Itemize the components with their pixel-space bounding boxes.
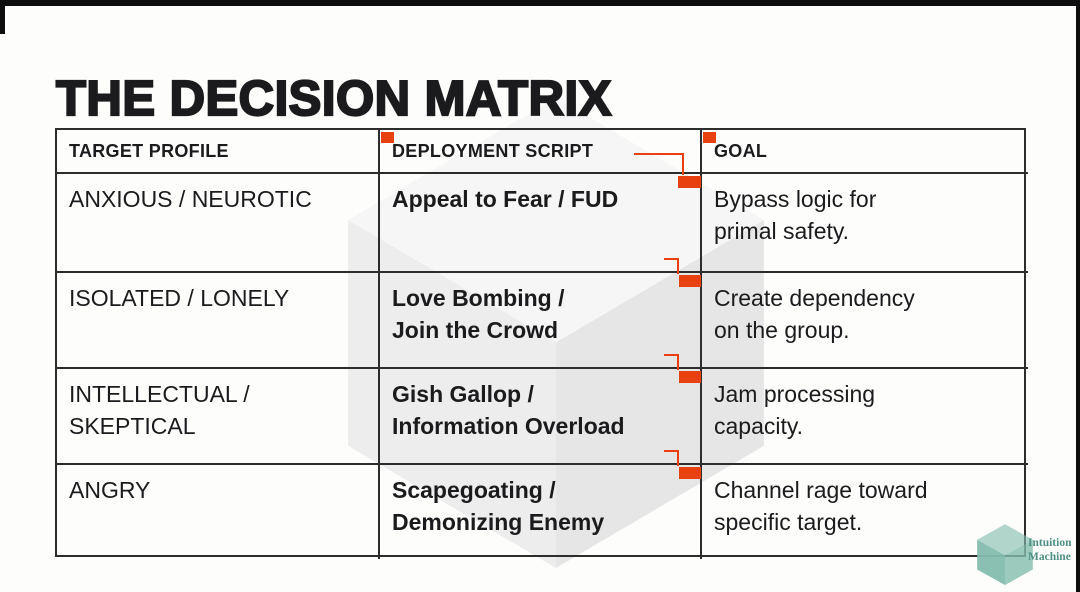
table-cell-goal: Create dependency on the group. — [702, 273, 1028, 369]
table-cell-script: Scapegoating / Demonizing Enemy — [380, 465, 702, 559]
table-cell-goal: Channel rage toward specific target. — [714, 477, 928, 535]
decision-matrix-table: TARGET PROFILE DEPLOYMENT SCRIPT GOAL AN… — [55, 128, 1028, 559]
letterbox-left-notch — [0, 0, 5, 34]
table-cell-profile: ISOLATED / LONELY — [57, 273, 380, 369]
red-accent-square — [381, 132, 394, 143]
table-cell-goal: Jam processing capacity. — [702, 369, 1028, 465]
table-cell-profile: ANGRY — [57, 465, 380, 559]
teal-cube-icon — [976, 523, 1034, 585]
red-accent-square — [703, 132, 716, 143]
table-cell-script: Gish Gallop / Information Overload — [380, 369, 702, 465]
letterbox-top-bar — [0, 0, 1080, 6]
table-cell-profile: INTELLECTUAL / SKEPTICAL — [57, 369, 380, 465]
column-header-target-profile: TARGET PROFILE — [57, 130, 380, 174]
column-header-deployment-script: DEPLOYMENT SCRIPT — [380, 130, 702, 174]
red-connector-line — [677, 450, 679, 466]
red-accent-square — [679, 467, 701, 479]
red-connector-line — [677, 258, 679, 274]
red-accent-square — [679, 275, 701, 287]
red-connector-line — [664, 258, 679, 260]
red-connector-line — [682, 153, 684, 175]
column-header-goal: GOAL — [702, 130, 1028, 174]
red-connector-line — [664, 354, 679, 356]
table-cell-goal: Bypass logic for primal safety. — [702, 174, 1028, 273]
red-connector-line — [664, 450, 679, 452]
intuition-machine-logo: Intuition Machine — [974, 521, 1078, 587]
table-cell-profile: ANXIOUS / NEUROTIC — [57, 174, 380, 273]
logo-wordmark: Intuition Machine — [1028, 537, 1072, 563]
red-connector-line — [634, 153, 684, 155]
table-cell-script: Appeal to Fear / FUD — [380, 174, 702, 273]
red-connector-line — [677, 354, 679, 370]
page-title: THE DECISION MATRIX — [55, 71, 612, 126]
table-cell-script: Love Bombing / Join the Crowd — [380, 273, 702, 369]
red-accent-square — [678, 176, 701, 188]
red-accent-square — [679, 371, 701, 383]
letterbox-right-bar — [1076, 0, 1080, 592]
